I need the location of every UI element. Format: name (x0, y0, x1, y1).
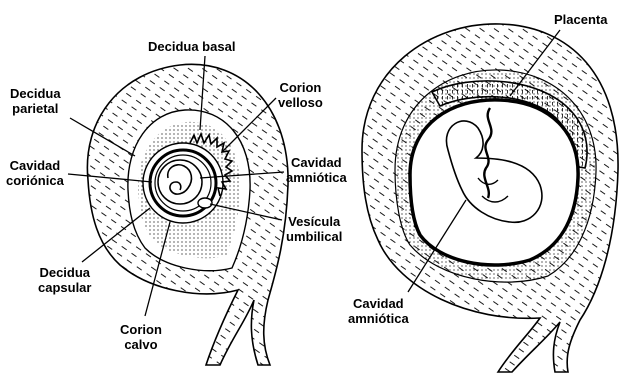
label-cavidad-corionica-line1: Cavidad (6, 158, 64, 173)
label-vesicula-umbilical: Vesícula umbilical (286, 214, 342, 244)
label-vesicula-umbilical-line1: Vesícula (286, 214, 342, 229)
label-cavidad-corionica-line2: coriónica (6, 173, 64, 188)
label-decidua-capsular: Decidua capsular (38, 265, 91, 295)
label-decidua-capsular-line2: capsular (38, 280, 91, 295)
label-cavidad-corionica: Cavidad coriónica (6, 158, 64, 188)
label-decidua-basal: Decidua basal (148, 39, 235, 54)
label-corion-velloso-line2: velloso (278, 95, 323, 110)
label-vesicula-umbilical-line2: umbilical (286, 229, 342, 244)
label-cavidad-amniotica-left-line1: Cavidad (286, 155, 347, 170)
label-corion-calvo-line2: calvo (120, 337, 162, 352)
label-cavidad-amniotica-left-line2: amniótica (286, 170, 347, 185)
label-decidua-basal-text: Decidua basal (148, 39, 235, 54)
left-umbilical-vesicle (198, 198, 212, 208)
label-decidua-parietal-line1: Decidua (10, 86, 61, 101)
label-cavidad-amniotica-right-line2: amniótica (348, 311, 409, 326)
label-decidua-parietal: Decidua parietal (10, 86, 61, 116)
label-cavidad-amniotica-left: Cavidad amniótica (286, 155, 347, 185)
label-corion-calvo: Corion calvo (120, 322, 162, 352)
label-corion-velloso: Corion velloso (278, 80, 323, 110)
label-placenta: Placenta (554, 12, 607, 27)
left-amnion (158, 160, 202, 204)
label-corion-velloso-line1: Corion (278, 80, 323, 95)
label-decidua-capsular-line1: Decidua (38, 265, 91, 280)
label-cavidad-amniotica-right-line1: Cavidad (348, 296, 409, 311)
label-placenta-text: Placenta (554, 12, 607, 27)
label-decidua-parietal-line2: parietal (10, 101, 61, 116)
label-corion-calvo-line1: Corion (120, 322, 162, 337)
label-cavidad-amniotica-right: Cavidad amniótica (348, 296, 409, 326)
